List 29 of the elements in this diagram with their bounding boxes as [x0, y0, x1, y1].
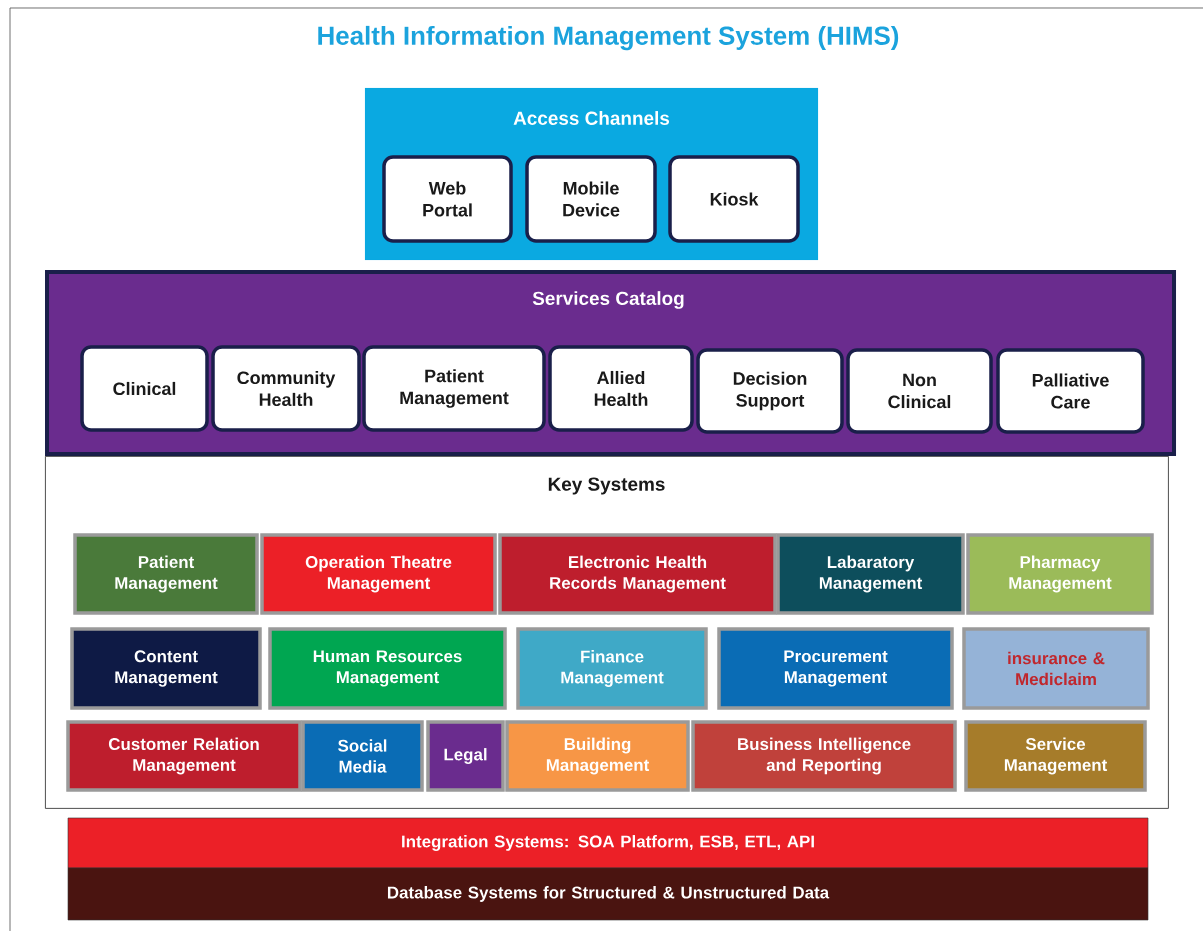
system-box: Social Media	[301, 720, 424, 792]
system-box: Pharmacy Management	[966, 533, 1154, 615]
channel-box: Web Portal	[382, 155, 513, 243]
channel-box: Mobile Device	[525, 155, 657, 243]
channel-box: Palliative Care	[996, 348, 1145, 434]
system-box: Customer Relation Management	[66, 720, 302, 792]
channel-box: Community Health	[211, 345, 361, 432]
system-box: Service Management	[964, 720, 1147, 792]
diagram-title: Health Information Management System (HIMS)	[318, 25, 899, 51]
system-box: Electronic Health Records Management	[498, 533, 777, 615]
channel-box: Allied Health	[548, 345, 694, 432]
channel-box: Decision Support	[696, 348, 844, 434]
system-box: Human Resources Management	[268, 627, 507, 710]
channel-box: Clinical	[80, 345, 209, 432]
system-box: Content Management	[70, 627, 262, 710]
system-box: insurance & Mediclaim	[962, 627, 1150, 710]
channel-box: Kiosk	[668, 155, 800, 243]
system-box: Finance Management	[516, 627, 708, 710]
system-box: Legal	[426, 720, 505, 792]
platform-bar: Database Systems for Structured & Unstructured Data	[67, 867, 1149, 921]
platform-bar: Integration Systems: SOA Platform, ESB, ETL, API	[67, 817, 1149, 869]
system-box: Business Intelligence and Reporting	[691, 720, 957, 792]
channel-box: Patient Management	[362, 345, 546, 432]
system-box: Building Management	[505, 720, 690, 792]
system-box: Operation Theatre Management	[260, 533, 497, 615]
system-box: Patient Management	[73, 533, 259, 615]
channel-box: Non Clinical	[846, 348, 993, 434]
system-box: Procurement Management	[717, 627, 954, 710]
system-box: Labaratory Management	[776, 533, 965, 615]
